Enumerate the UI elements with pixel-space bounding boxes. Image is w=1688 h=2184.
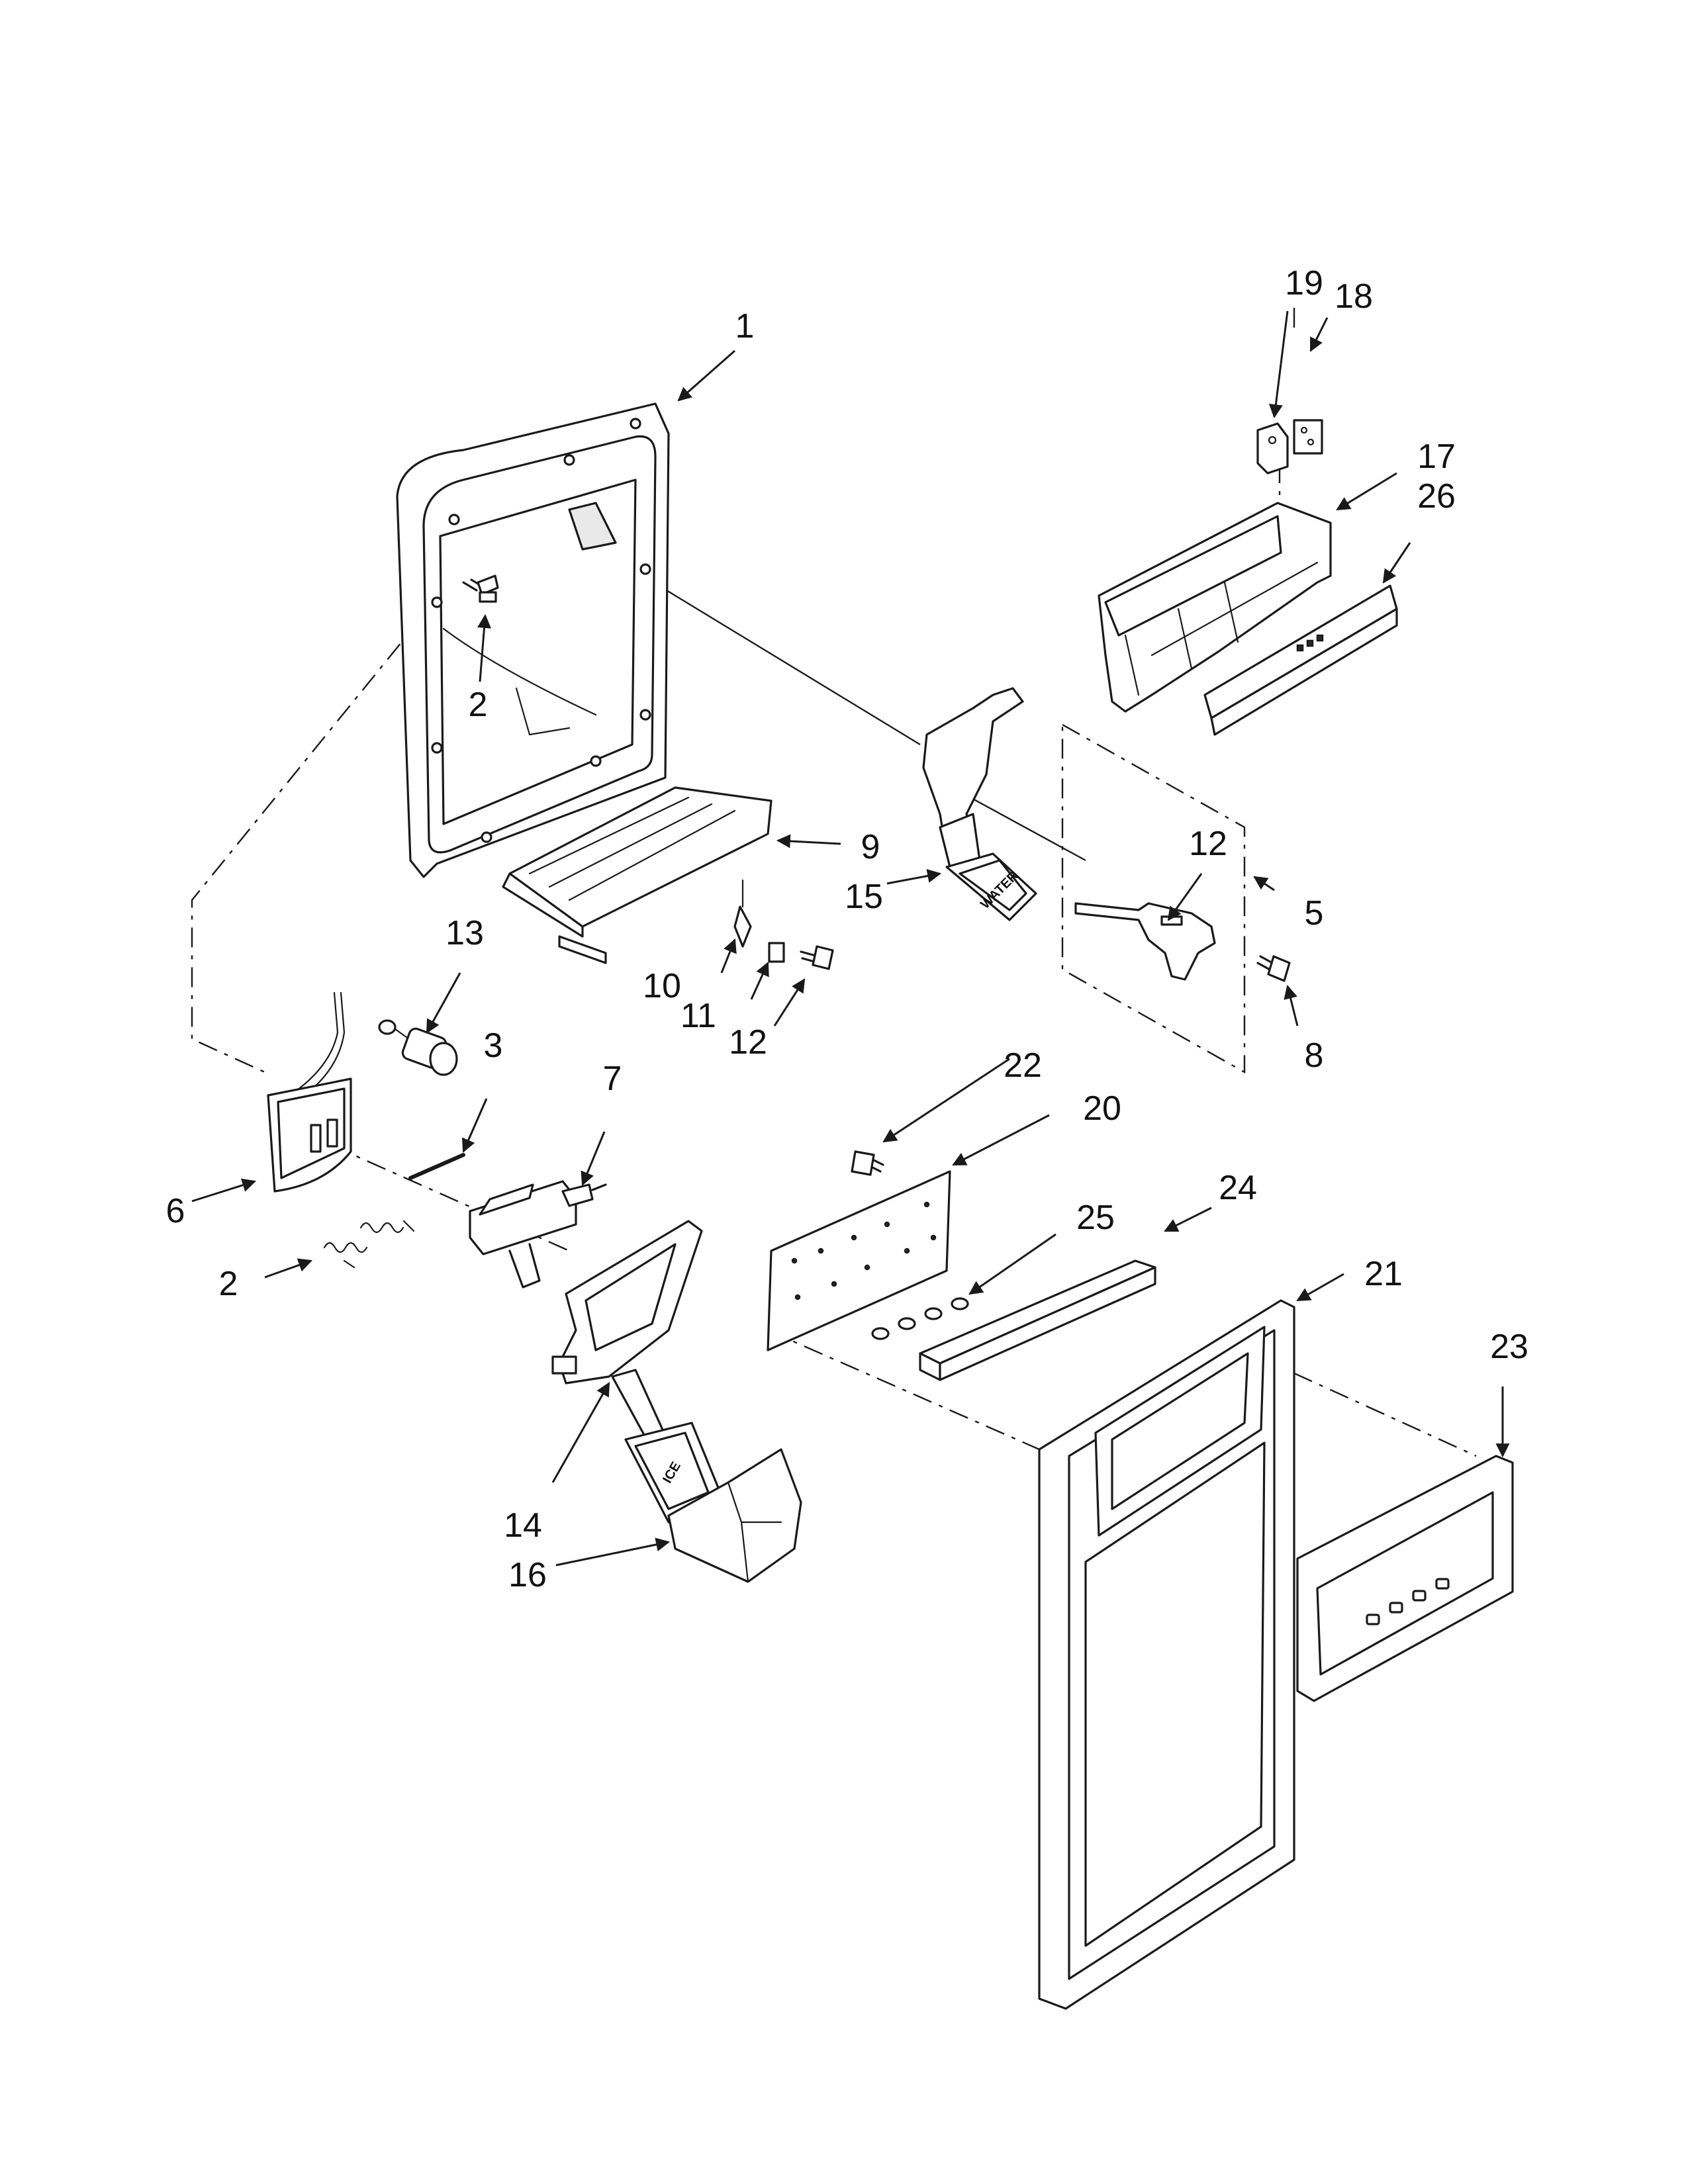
- part-10-clip: [733, 879, 752, 948]
- circuit-board-dots: [791, 1201, 937, 1300]
- callout-17: 17: [1417, 437, 1456, 476]
- callout-26: 26: [1417, 477, 1456, 516]
- callout-22: 22: [1004, 1046, 1042, 1085]
- callout-19: 19: [1285, 264, 1323, 302]
- callout-3: 3: [484, 1026, 503, 1065]
- part-16-ice-chute: [667, 1448, 802, 1583]
- callout-2-upper: 2: [469, 686, 488, 724]
- part-24-seal-bar: [919, 1259, 1156, 1381]
- part-3-pin: [408, 1153, 465, 1180]
- callout-21: 21: [1364, 1255, 1403, 1293]
- callout-1: 1: [735, 307, 755, 345]
- part-25-button-strip: [871, 1297, 969, 1340]
- callout-5: 5: [1305, 894, 1324, 933]
- callout-9: 9: [861, 828, 880, 866]
- callout-24: 24: [1219, 1169, 1257, 1207]
- part-2-screw-upper: [462, 574, 499, 603]
- part-1-dispenser-housing: [396, 402, 670, 878]
- callout-20: 20: [1083, 1089, 1121, 1128]
- part-8-screw: [1256, 955, 1291, 982]
- part-18-pad: [1293, 419, 1323, 455]
- callout-16: 16: [508, 1556, 547, 1594]
- part-22-screw: [851, 1150, 884, 1176]
- part-12-screw-lower: [800, 945, 834, 970]
- callout-12-lower: 12: [729, 1023, 767, 1062]
- part-26-control-panel-strip: [1203, 584, 1398, 736]
- part-2-springs-lower: [323, 1220, 415, 1269]
- part-9-drip-tray: [502, 786, 773, 964]
- callout-14: 14: [504, 1506, 542, 1545]
- part-19-connector: [1256, 422, 1289, 475]
- housing-mounting-holes: [431, 418, 651, 843]
- part-7-actuator: [469, 1180, 607, 1289]
- part-11-spacer: [768, 942, 785, 963]
- part-15-water-lever: WATER: [922, 687, 1037, 921]
- callout-8: 8: [1305, 1036, 1324, 1075]
- callout-2-lower: 2: [219, 1265, 238, 1303]
- callout-15: 15: [845, 878, 883, 916]
- part-14-ice-lever: ICE: [551, 1220, 723, 1524]
- callout-10: 10: [643, 967, 681, 1005]
- part-21-dispenser-front: [1038, 1299, 1295, 2010]
- callout-25: 25: [1076, 1199, 1115, 1237]
- callout-leaders: [191, 310, 1510, 1567]
- callout-18: 18: [1335, 277, 1373, 316]
- callout-23: 23: [1490, 1328, 1528, 1366]
- part-20-circuit-board: [767, 1170, 951, 1351]
- callout-12-upper: 12: [1189, 825, 1227, 863]
- callout-labels: 1 2 2 3 5 6 7 8 9 10 11 12 12 13 14 15 1…: [166, 264, 1528, 1594]
- part-17-control-housing: [1098, 502, 1332, 713]
- callout-6: 6: [166, 1192, 185, 1230]
- callout-11: 11: [680, 997, 716, 1035]
- callout-7: 7: [603, 1060, 622, 1098]
- part-6-switch-module: [267, 991, 352, 1193]
- part-13-solenoid: [378, 1019, 458, 1076]
- part-23-bezel-trim: [1296, 1455, 1514, 1702]
- callout-13: 13: [445, 914, 484, 952]
- part-5-linkage: [1074, 902, 1216, 981]
